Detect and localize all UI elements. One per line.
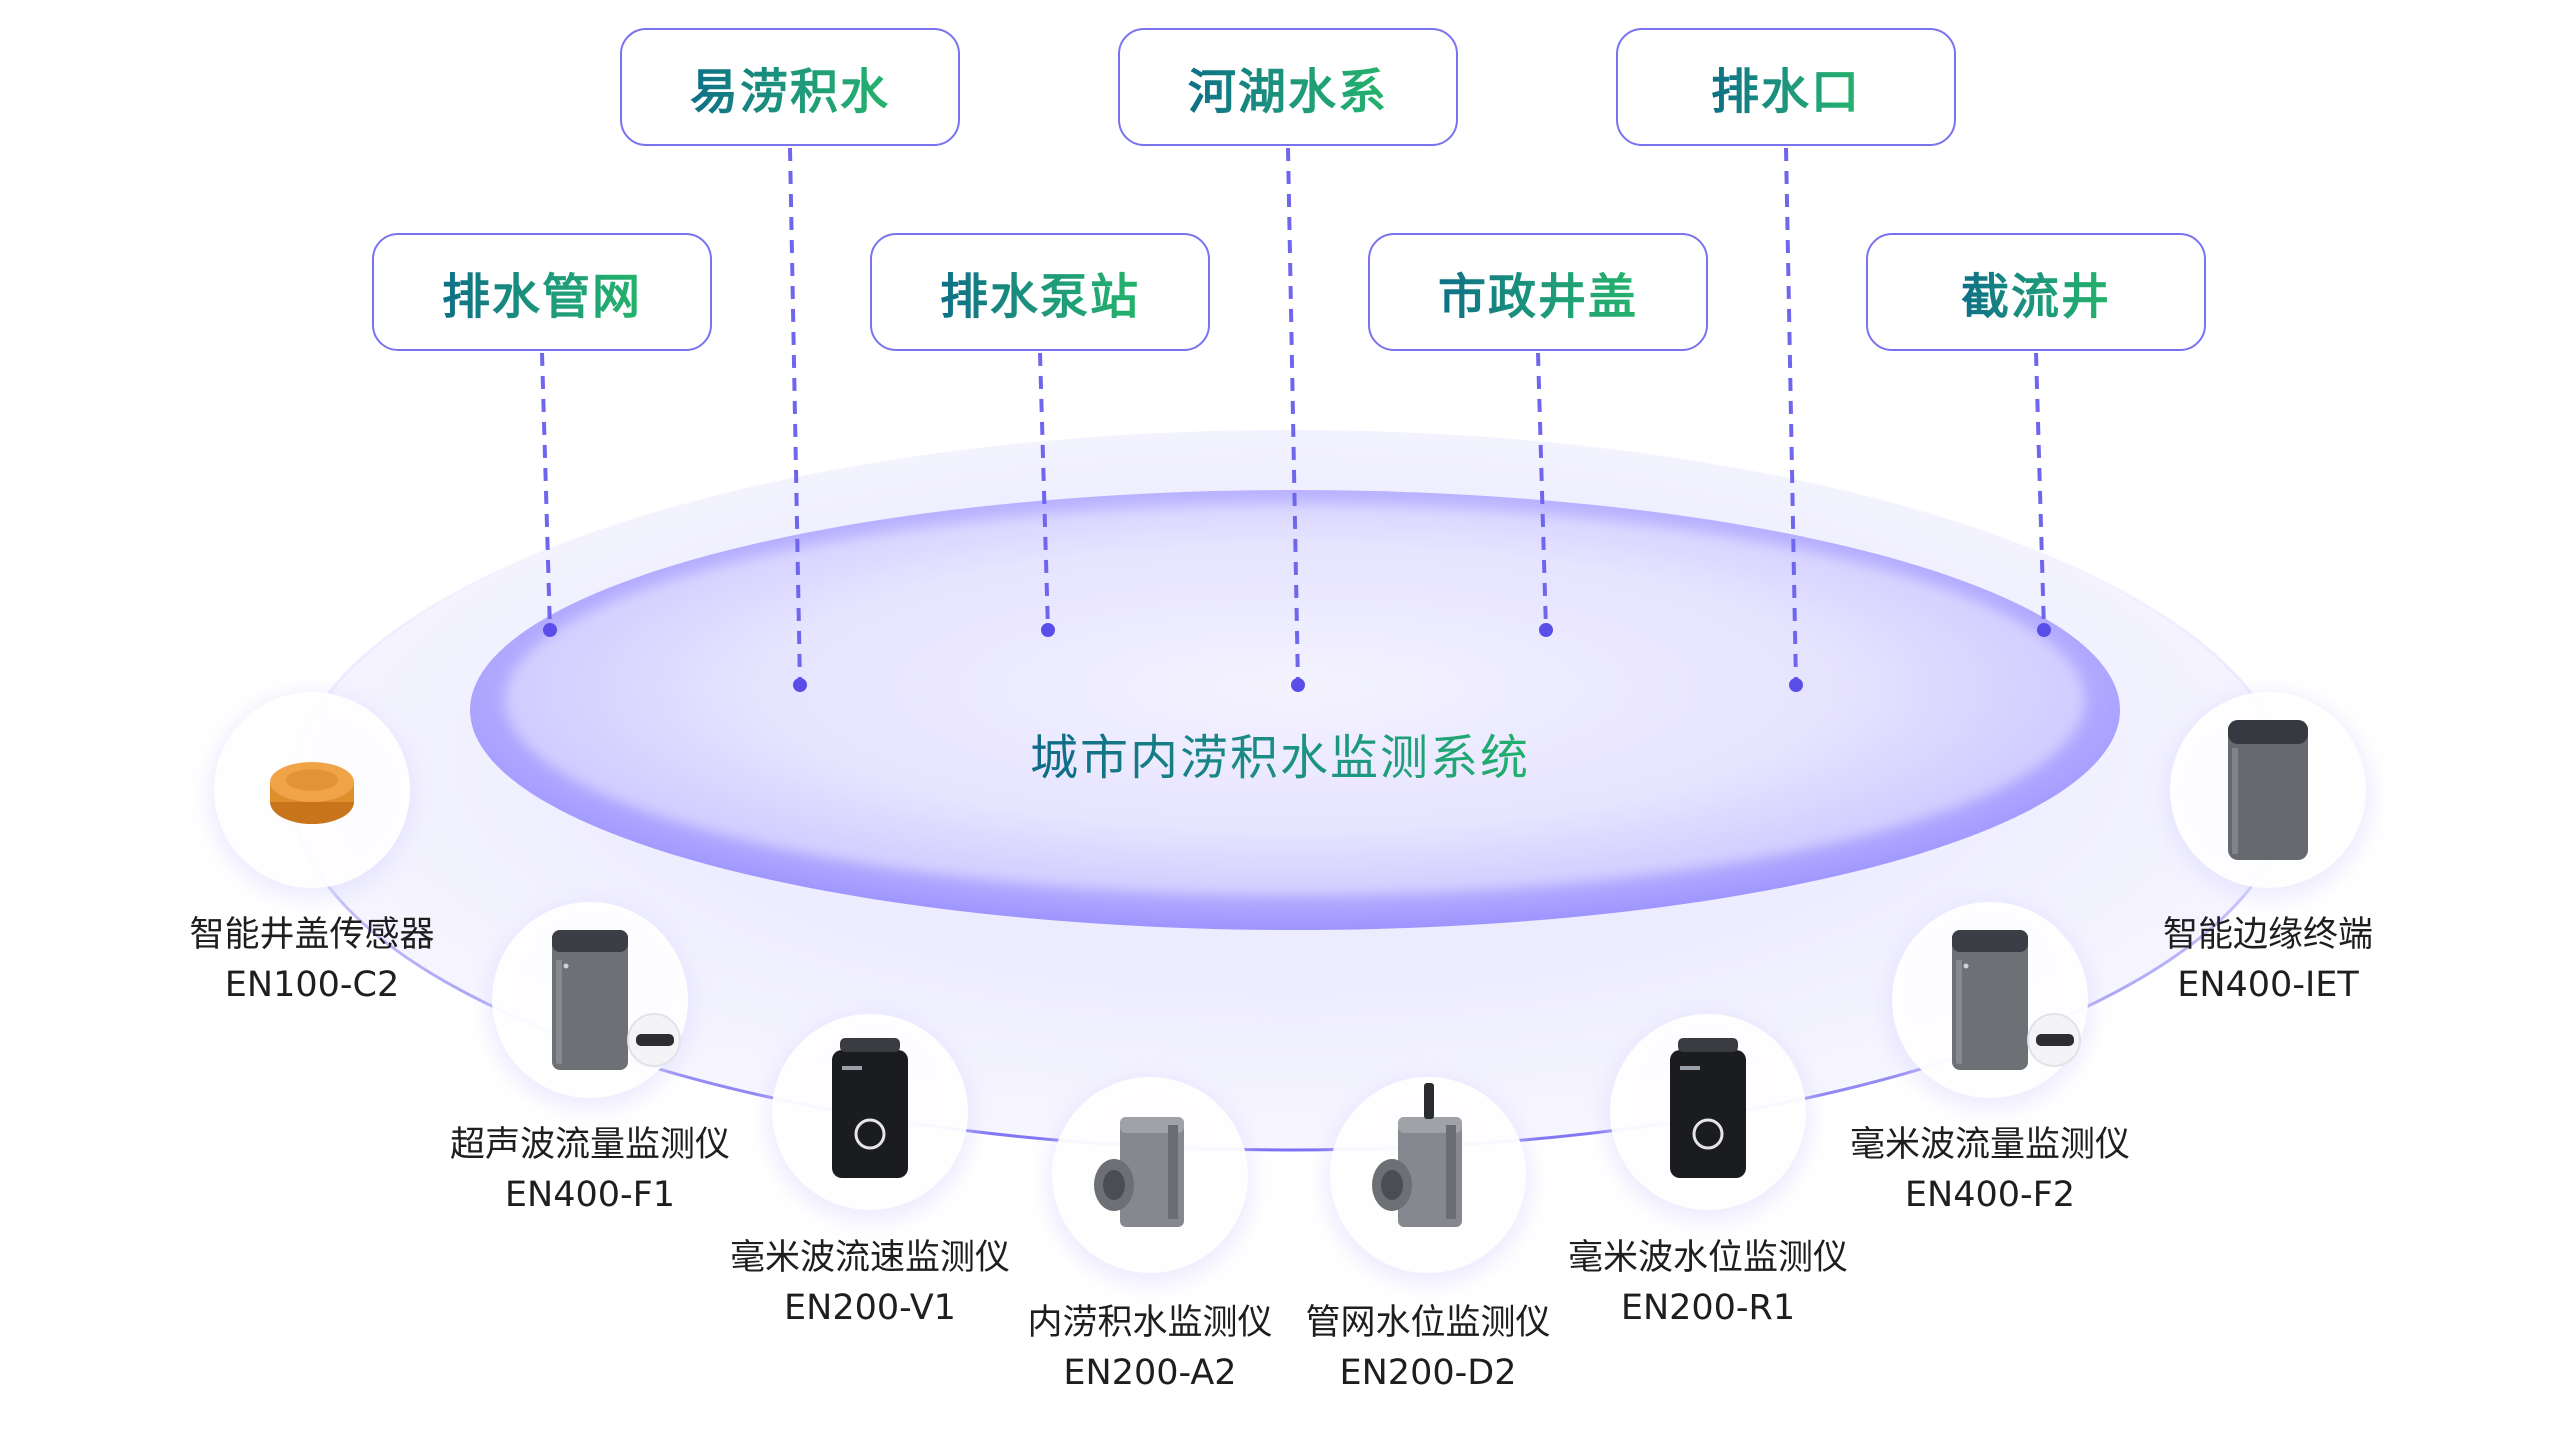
top-scenario-label-1: 易涝积水 (620, 28, 960, 146)
device-name: 智能边缘终端 (2162, 915, 2373, 955)
connector-line-bottom-2-dot (1041, 623, 1055, 637)
black-radar-icon (832, 1038, 908, 1178)
connector-line-bottom-3-dot (1539, 623, 1553, 637)
device-name: 毫米波水位监测仪 (1567, 1238, 1848, 1278)
device-5 (1324, 1077, 1532, 1285)
device-3 (766, 1014, 974, 1222)
device-name: 内涝积水监测仪 (1027, 1303, 1273, 1343)
scenario-label-text: 截流井 (1961, 257, 2111, 327)
device-name: 毫米波流量监测仪 (1849, 1125, 2130, 1165)
gray-box-sensor-icon (1952, 930, 2081, 1070)
connector-line-top-2-dot (1291, 678, 1305, 692)
device-model: EN400-F1 (504, 1175, 676, 1215)
scenario-label-text: 排水泵站 (940, 257, 1140, 327)
connector-line-top-1-dot (793, 678, 807, 692)
gray-box-sensor-icon (552, 930, 681, 1070)
connector-line-bottom-3 (1536, 352, 1548, 631)
device-7 (1886, 902, 2094, 1110)
black-radar-icon (1670, 1038, 1746, 1178)
scenario-label-text: 易涝积水 (690, 52, 890, 122)
connector-line-bottom-1 (540, 352, 552, 631)
connector-line-bottom-1-dot (543, 623, 557, 637)
scenario-label-text: 排水口 (1711, 52, 1861, 122)
device-name: 毫米波流速监测仪 (729, 1238, 1010, 1278)
scenario-label-text: 河湖水系 (1188, 52, 1388, 122)
device-label-3: 毫米波流速监测仪 EN200-V1 (680, 1233, 1060, 1333)
bottom-scenario-label-2: 排水泵站 (870, 233, 1210, 351)
device-name: 管网水位监测仪 (1305, 1303, 1551, 1343)
device-model: EN200-A2 (1063, 1353, 1237, 1393)
bottom-scenario-label-3: 市政井盖 (1368, 233, 1708, 351)
device-4 (1046, 1077, 1254, 1285)
scenario-label-text: 排水管网 (442, 257, 642, 327)
top-scenario-label-2: 河湖水系 (1118, 28, 1458, 146)
device-name: 智能井盖传感器 (189, 915, 435, 955)
device-label-8: 智能边缘终端 EN400-IET (2078, 910, 2458, 1010)
connector-line-bottom-2 (1038, 352, 1050, 631)
system-title: 城市内涝积水监测系统 (1029, 730, 1530, 786)
connector-line-top-2 (1286, 147, 1300, 686)
manhole-cover-sensor-icon (270, 762, 354, 824)
connector-line-bottom-4-dot (2037, 623, 2051, 637)
device-label-1: 智能井盖传感器 EN100-C2 (122, 910, 502, 1010)
device-label-5: 管网水位监测仪 EN200-D2 (1238, 1298, 1618, 1398)
scenario-label-text: 市政井盖 (1438, 257, 1638, 327)
device-1 (208, 692, 416, 900)
edge-terminal-icon (2228, 720, 2308, 860)
device-8 (2164, 692, 2372, 900)
bottom-scenario-label-1: 排水管网 (372, 233, 712, 351)
device-2 (486, 902, 694, 1110)
device-label-6: 毫米波水位监测仪 EN200-R1 (1518, 1233, 1898, 1333)
connector-line-top-3-dot (1789, 678, 1803, 692)
connector-line-bottom-4 (2034, 352, 2046, 631)
device-model: EN400-IET (2177, 965, 2359, 1005)
device-model: EN200-D2 (1339, 1353, 1517, 1393)
device-name: 超声波流量监测仪 (449, 1125, 730, 1165)
connector-line-top-1 (788, 147, 802, 686)
device-model: EN200-R1 (1620, 1288, 1796, 1328)
device-model: EN200-V1 (784, 1288, 956, 1328)
device-model: EN400-F2 (1904, 1175, 2076, 1215)
pipe-monitor-antenna-icon (1372, 1083, 1462, 1227)
device-label-7: 毫米波流量监测仪 EN400-F2 (1800, 1120, 2180, 1220)
device-label-2: 超声波流量监测仪 EN400-F1 (400, 1120, 780, 1220)
top-scenario-label-3: 排水口 (1616, 28, 1956, 146)
device-model: EN100-C2 (224, 965, 400, 1005)
pipe-monitor-icon (1094, 1117, 1184, 1227)
connector-line-top-3 (1784, 147, 1798, 686)
device-6 (1604, 1014, 1812, 1222)
bottom-scenario-label-4: 截流井 (1866, 233, 2206, 351)
device-label-4: 内涝积水监测仪 EN200-A2 (960, 1298, 1340, 1398)
